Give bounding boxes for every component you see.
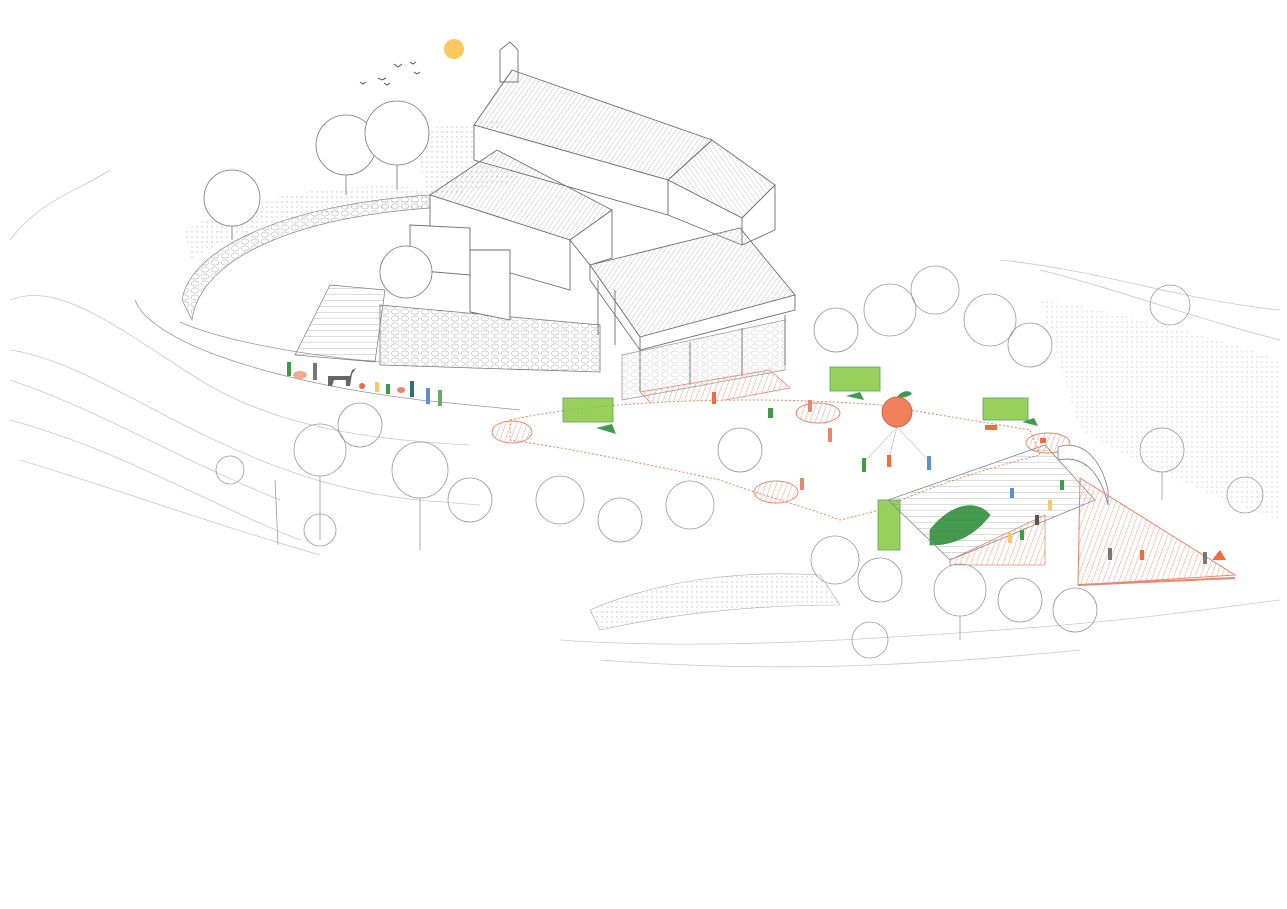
- tree-icon: [963, 293, 1017, 347]
- tree-icon: [1007, 322, 1053, 368]
- person-icon: [808, 400, 812, 412]
- tree-icon: [1052, 587, 1098, 633]
- triangular-stage: [1077, 477, 1237, 586]
- tree-icon: [1226, 476, 1264, 514]
- tree-icon: [1149, 284, 1191, 326]
- tree-icon: [813, 307, 859, 353]
- person-icon: [1010, 488, 1014, 498]
- person-icon: [1140, 550, 1144, 560]
- person-icon: [410, 381, 414, 397]
- pig-icon: [293, 371, 307, 379]
- tree-icon: [851, 621, 889, 659]
- tree-icon: [203, 169, 261, 227]
- tree-cluster-top: [203, 100, 433, 299]
- tree-icon: [933, 563, 987, 617]
- lower-meadow: [589, 573, 841, 631]
- donkey-icon: [328, 368, 356, 386]
- tree-icon: [293, 423, 347, 477]
- person-icon: [1203, 552, 1207, 564]
- hillside-texture-right: [1040, 300, 1280, 520]
- person-icon: [887, 455, 891, 467]
- tree-icon: [337, 402, 383, 448]
- plaza-ground: [509, 399, 1041, 521]
- person-icon: [438, 390, 442, 406]
- person-icon: [800, 478, 804, 490]
- person-icon: [426, 388, 430, 404]
- tree-icon: [717, 427, 763, 473]
- road-edge: [134, 299, 521, 411]
- person-icon: [927, 456, 931, 470]
- tree-icon: [215, 455, 245, 485]
- person-icon: [712, 392, 716, 404]
- person-icon: [313, 363, 317, 380]
- sun-icon: [444, 39, 464, 59]
- amphitheater-lower-deck: [949, 514, 1046, 566]
- tree-icon: [810, 535, 860, 585]
- person-icon: [768, 408, 773, 418]
- tree-icon: [391, 441, 449, 499]
- person-icon: [1060, 480, 1064, 490]
- tree-icon: [447, 477, 493, 523]
- person-icon: [1048, 500, 1052, 510]
- terrain-contours: [9, 169, 1281, 668]
- peach-sculpture-icon: [881, 391, 913, 428]
- tree-icon: [857, 557, 903, 603]
- person-icon: [1035, 515, 1039, 525]
- person-icon: [287, 362, 291, 376]
- building-stone-base: [379, 304, 601, 373]
- person-icon: [386, 384, 390, 394]
- person-icon: [828, 428, 832, 442]
- tree-icon: [863, 283, 917, 337]
- person-icon: [1108, 548, 1112, 560]
- vegetation: [215, 265, 1264, 659]
- tree-icon: [597, 497, 643, 543]
- person-icon: [375, 382, 379, 392]
- person-icon: [862, 458, 866, 472]
- tree-icon: [997, 577, 1043, 623]
- person-icon: [1020, 530, 1024, 540]
- path-figures: [287, 362, 442, 406]
- tree-icon: [665, 480, 715, 530]
- person-icon: [1008, 533, 1012, 543]
- tree-icon: [535, 475, 585, 525]
- stone-stairs: [294, 284, 386, 363]
- tree-icon: [910, 265, 960, 315]
- birds: [359, 61, 421, 86]
- stage-edge: [1077, 577, 1236, 586]
- tree-icon: [364, 100, 430, 166]
- plaza-figures: [596, 392, 1226, 564]
- tree-icon: [379, 245, 433, 299]
